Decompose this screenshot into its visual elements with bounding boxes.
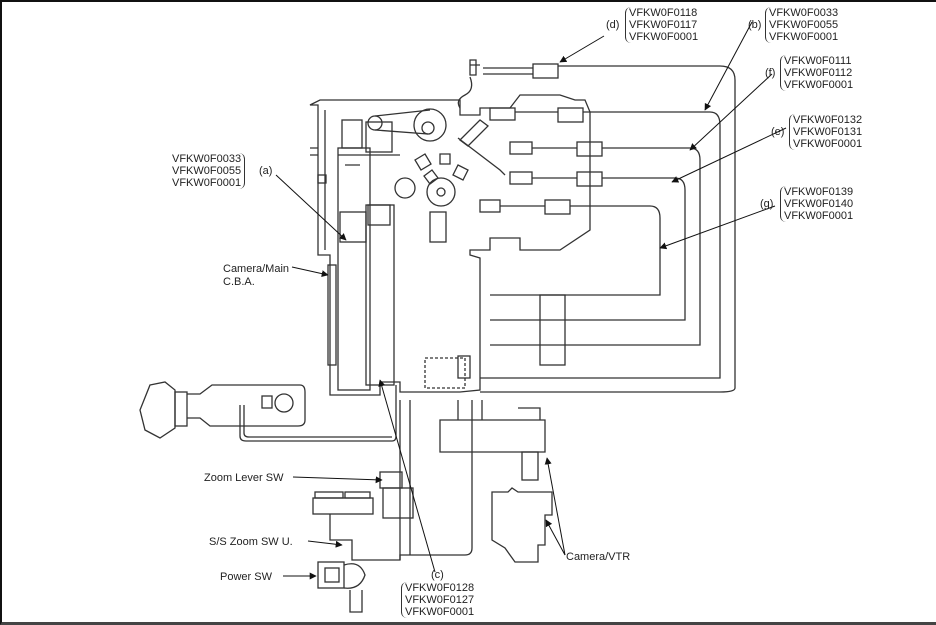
- part-code: VFKW0F0001: [629, 31, 699, 43]
- label-camera-main-line1: Camera/Main: [223, 263, 290, 275]
- callout-c-tag: (c): [431, 569, 444, 581]
- part-code: VFKW0F0001: [405, 606, 475, 618]
- part-code: VFKW0F0033: [172, 153, 242, 165]
- viewfinder: [139, 381, 397, 442]
- lens-gear-assembly: [367, 108, 506, 243]
- part-code: VFKW0F0001: [172, 177, 242, 189]
- switch-units: [312, 400, 473, 613]
- callout-d-codes: VFKW0F0118 VFKW0F0117 VFKW0F0001: [625, 7, 698, 43]
- part-code: VFKW0F0055: [769, 19, 839, 31]
- callout-b-codes: VFKW0F0033 VFKW0F0055 VFKW0F0001: [765, 7, 838, 43]
- part-code: VFKW0F0128: [405, 582, 475, 594]
- callout-g-codes: VFKW0F0139 VFKW0F0140 VFKW0F0001: [780, 186, 853, 222]
- camera-vtr-board: [424, 355, 553, 563]
- part-code: VFKW0F0001: [784, 210, 854, 222]
- part-code: VFKW0F0112: [784, 67, 853, 79]
- part-code: VFKW0F0001: [769, 31, 839, 43]
- part-code: VFKW0F0117: [629, 19, 698, 31]
- callout-d-tag: (d): [606, 19, 620, 31]
- callout-e-codes: VFKW0F0132 VFKW0F0131 VFKW0F0001: [789, 114, 862, 150]
- part-code: VFKW0F0033: [769, 7, 839, 19]
- part-code: VFKW0F0132: [793, 114, 863, 126]
- callout-f-tag: (f): [765, 67, 776, 79]
- chassis-outline: [309, 94, 591, 396]
- part-code: VFKW0F0127: [405, 594, 475, 606]
- callout-c-codes: VFKW0F0128 VFKW0F0127 VFKW0F0001: [401, 582, 474, 618]
- part-code: VFKW0F0118: [629, 7, 698, 19]
- label-power-sw: Power SW: [220, 571, 272, 583]
- label-ss-zoom-sw: S/S Zoom SW U.: [209, 536, 293, 548]
- callout-b-tag: (b): [748, 19, 762, 31]
- camera-main-cba: [327, 119, 400, 391]
- label-zoom-lever-sw: Zoom Lever SW: [204, 472, 284, 484]
- label-camera-main-line2: C.B.A.: [223, 276, 255, 288]
- part-code: VFKW0F0140: [784, 198, 854, 210]
- label-camera-vtr: Camera/VTR: [566, 551, 631, 563]
- callout-e-tag: (e): [771, 126, 785, 138]
- callout-a-codes: VFKW0F0033 VFKW0F0055 VFKW0F0001: [172, 153, 246, 189]
- part-code: VFKW0F0139: [784, 186, 854, 198]
- part-code: VFKW0F0055: [172, 165, 242, 177]
- callout-g-tag: (g): [760, 198, 774, 210]
- callout-a-tag: (a): [259, 165, 273, 177]
- callout-f-codes: VFKW0F0111 VFKW0F0112 VFKW0F0001: [780, 55, 853, 91]
- flex-connectors: [457, 59, 736, 393]
- part-code: VFKW0F0001: [784, 79, 854, 91]
- part-code: VFKW0F0001: [793, 138, 863, 150]
- leader-lines: [275, 21, 787, 580]
- part-code: VFKW0F0111: [784, 55, 852, 67]
- part-code: VFKW0F0131: [793, 126, 863, 138]
